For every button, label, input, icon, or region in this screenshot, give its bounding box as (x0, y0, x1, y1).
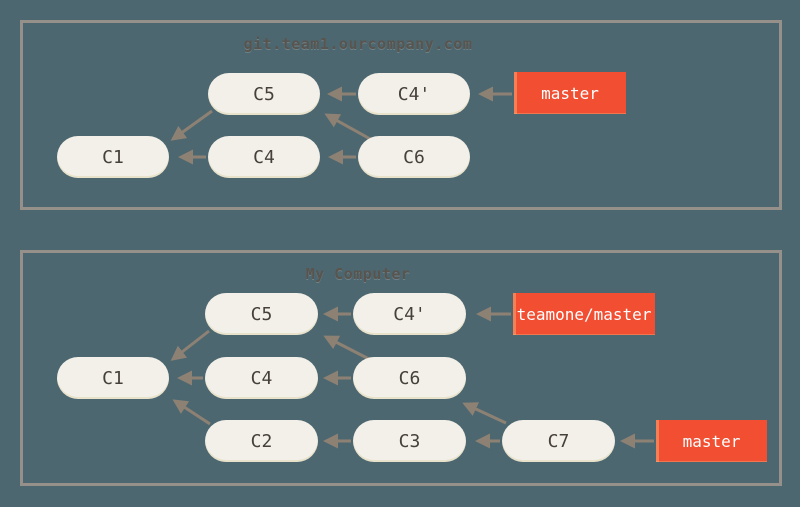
commit-node-local-c6: C6 (353, 357, 466, 399)
commit-node-local-c4: C4 (205, 357, 318, 399)
remote-panel-title: git.team1.ourcompany.com (243, 35, 473, 53)
branch-label-local-master: master (656, 420, 767, 462)
local-panel-title: My Computer (305, 265, 411, 283)
commit-node-remote-c5: C5 (208, 73, 320, 115)
commit-node-local-c4p: C4' (353, 293, 466, 335)
branch-label-remote-master: master (514, 72, 626, 114)
branch-label-local-teamone-master: teamone/master (513, 293, 655, 335)
commit-node-remote-c6: C6 (358, 136, 470, 178)
commit-node-remote-c4: C4 (208, 136, 320, 178)
commit-node-local-c7: C7 (502, 420, 615, 462)
commit-node-local-c1: C1 (57, 357, 169, 399)
local-repo-panel: My Computer (20, 250, 782, 486)
remote-repo-panel: git.team1.ourcompany.com (20, 20, 782, 210)
commit-node-local-c2: C2 (205, 420, 318, 462)
commit-node-remote-c4p: C4' (358, 73, 470, 115)
commit-node-local-c5: C5 (205, 293, 318, 335)
commit-node-local-c3: C3 (353, 420, 466, 462)
commit-node-remote-c1: C1 (57, 136, 169, 178)
